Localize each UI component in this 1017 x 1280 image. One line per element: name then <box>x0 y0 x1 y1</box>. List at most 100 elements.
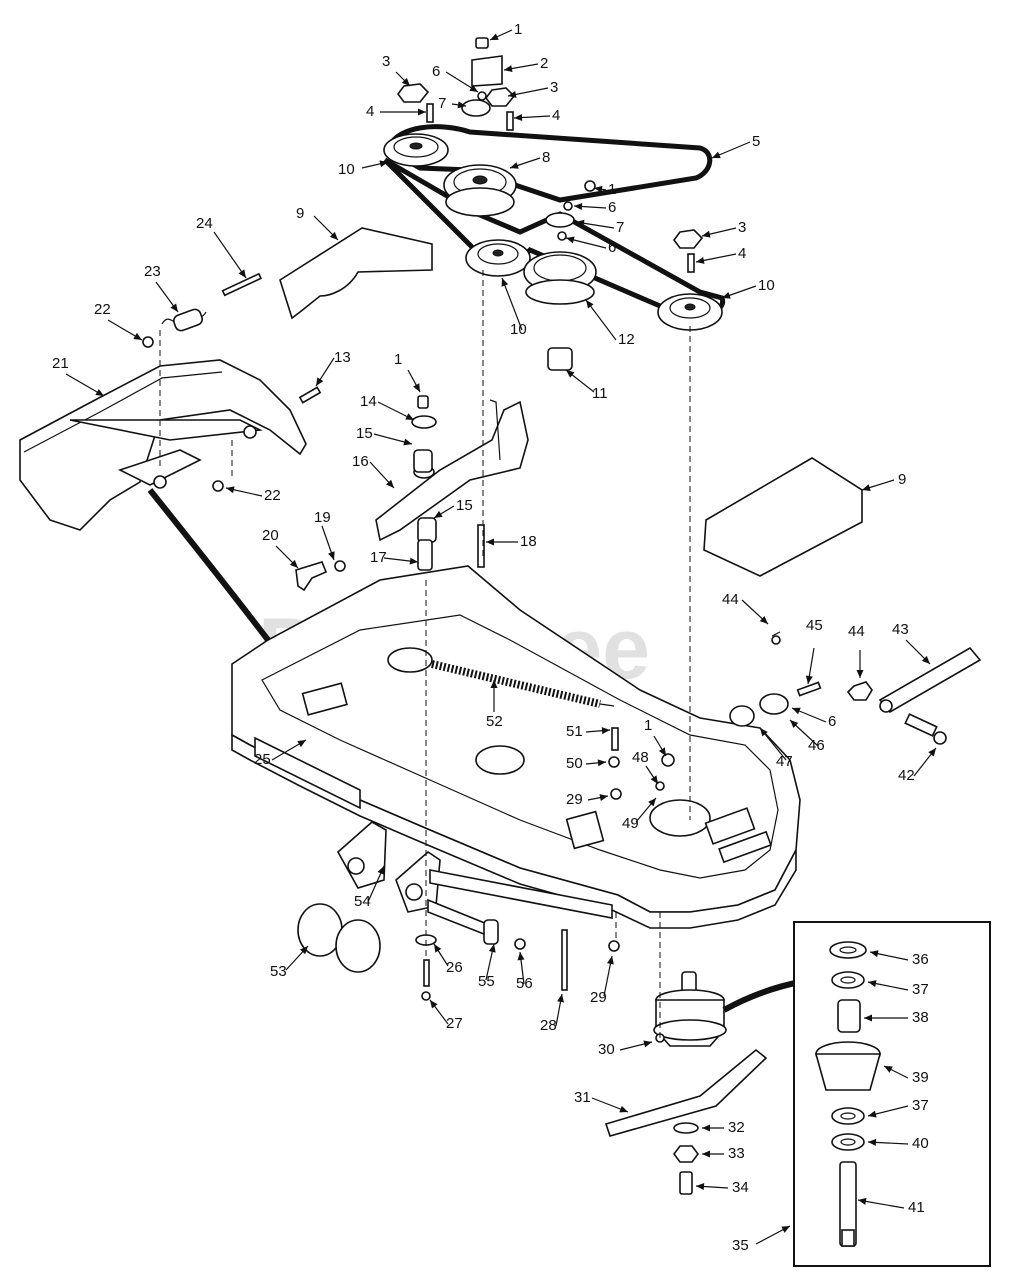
callout-leader-line <box>213 231 247 279</box>
callout-53: 53 <box>270 963 287 980</box>
callout-3: 3 <box>738 219 746 236</box>
callout-arrowhead <box>133 332 142 340</box>
callout-arrowhead <box>226 486 235 494</box>
chute-spring-hardware <box>142 272 322 492</box>
callout-2: 2 <box>540 55 548 72</box>
callout-24: 24 <box>196 215 213 232</box>
callout-arrowhead <box>405 413 414 420</box>
callout-arrowhead <box>316 377 324 386</box>
callout-44: 44 <box>848 623 865 640</box>
callout-arrowhead <box>574 203 583 210</box>
callout-35: 35 <box>732 1237 749 1254</box>
callout-56: 56 <box>516 975 533 992</box>
callout-arrowhead <box>606 956 614 965</box>
idler-pulley-12 <box>523 251 597 305</box>
callout-arrowhead <box>300 946 308 955</box>
callout-11: 11 <box>592 385 608 402</box>
callout-arrowhead <box>643 1040 652 1048</box>
callout-arrowhead <box>170 303 178 312</box>
callout-40: 40 <box>912 1135 929 1152</box>
center-drive-pulley <box>443 164 517 217</box>
spindle-pulley-left <box>465 239 531 277</box>
callout-arrowhead <box>434 944 442 953</box>
callout-15: 15 <box>456 497 473 514</box>
callout-1: 1 <box>608 181 616 198</box>
callout-arrowhead <box>403 438 412 446</box>
callout-arrowhead <box>418 108 426 116</box>
callout-arrowhead <box>457 101 466 109</box>
callout-26: 26 <box>446 959 463 976</box>
callout-28: 28 <box>540 1017 557 1034</box>
callout-arrowhead <box>510 162 519 169</box>
callout-arrowhead <box>805 675 813 684</box>
spindle-opening <box>475 745 525 775</box>
callout-arrowhead <box>95 388 104 396</box>
callout-17: 17 <box>370 549 387 566</box>
callout-51: 51 <box>566 723 583 740</box>
right-linkage-hardware <box>729 631 982 745</box>
callout-10: 10 <box>510 321 527 338</box>
callout-arrowhead <box>566 236 575 244</box>
callout-4: 4 <box>738 245 746 262</box>
callout-arrowhead <box>566 370 575 378</box>
callout-22: 22 <box>94 301 111 318</box>
callout-16: 16 <box>352 453 369 470</box>
callout-arrowhead <box>377 866 384 875</box>
callout-arrowhead <box>401 77 410 86</box>
callout-arrowhead <box>696 256 705 264</box>
callout-3: 3 <box>550 79 558 96</box>
callout-48: 48 <box>632 749 649 766</box>
callout-8: 8 <box>542 149 550 166</box>
callout-arrowhead <box>868 1138 877 1146</box>
callout-arrowhead <box>329 231 338 240</box>
callout-arrowhead <box>864 1014 872 1022</box>
callout-20: 20 <box>262 527 279 544</box>
callout-3: 3 <box>382 53 390 70</box>
discharge-chute <box>19 359 307 642</box>
callout-6: 6 <box>828 713 836 730</box>
callout-37: 37 <box>912 981 929 998</box>
callout-arrowhead <box>514 114 523 122</box>
callout-arrowhead <box>702 1150 710 1158</box>
callout-arrowhead <box>488 944 496 953</box>
callout-arrowhead <box>650 775 658 784</box>
callout-39: 39 <box>912 1069 929 1086</box>
callout-4: 4 <box>552 107 560 124</box>
callout-arrowhead <box>409 557 418 565</box>
callout-arrowhead <box>712 151 721 159</box>
callout-45: 45 <box>806 617 823 634</box>
callout-arrowhead <box>576 219 585 227</box>
gauge-wheels <box>297 898 620 1001</box>
callout-arrowhead <box>858 1197 867 1205</box>
pulley-hardware <box>397 37 704 371</box>
callout-arrowhead <box>760 728 768 737</box>
callout-37: 37 <box>912 1097 929 1114</box>
callout-arrowhead <box>781 1226 790 1233</box>
callout-14: 14 <box>360 393 377 410</box>
callout-55: 55 <box>478 973 495 990</box>
callout-arrowhead <box>289 559 298 568</box>
callout-1: 1 <box>514 21 522 38</box>
callout-arrowhead <box>868 980 877 988</box>
callout-42: 42 <box>898 767 915 784</box>
callout-13: 13 <box>334 349 351 366</box>
callout-arrowhead <box>297 740 306 748</box>
callout-29: 29 <box>590 989 607 1006</box>
callout-arrowhead <box>413 383 420 392</box>
spindle-blade-assembly <box>604 971 801 1195</box>
callout-33: 33 <box>728 1145 745 1162</box>
callout-arrowhead <box>430 1000 438 1009</box>
callout-6: 6 <box>608 239 616 256</box>
callout-52: 52 <box>486 713 503 730</box>
mower-deck-housing <box>231 565 801 929</box>
callout-arrowhead <box>658 747 666 756</box>
callout-10: 10 <box>758 277 775 294</box>
callout-arrowhead <box>702 230 711 238</box>
callout-15: 15 <box>356 425 373 442</box>
callout-arrowhead <box>386 479 394 488</box>
callout-arrowhead <box>501 278 509 287</box>
callout-arrowhead <box>870 950 879 958</box>
callout-22: 22 <box>264 487 281 504</box>
callout-4: 4 <box>366 103 374 120</box>
